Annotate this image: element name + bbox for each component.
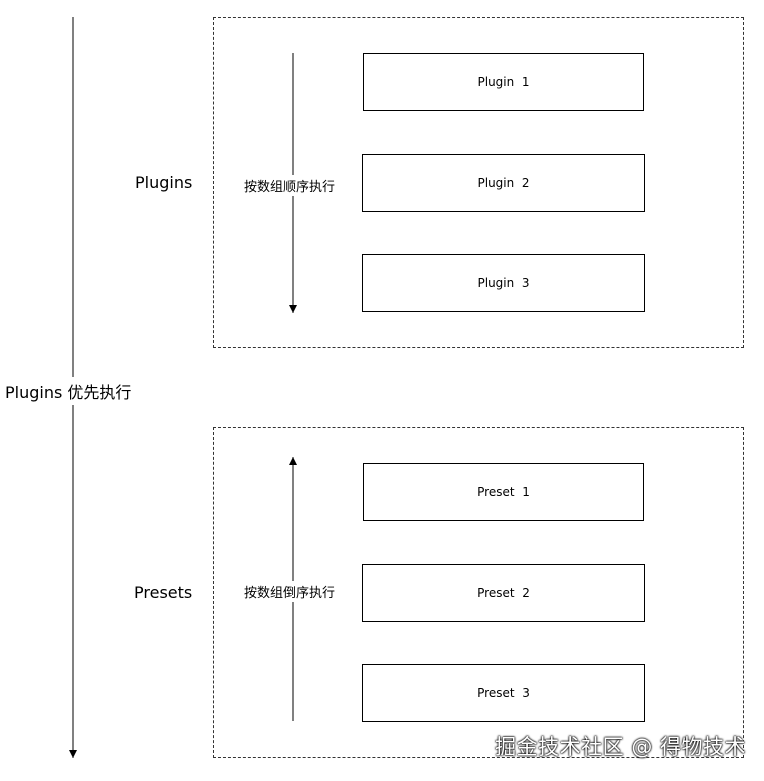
plugins-group-box xyxy=(213,17,744,348)
watermark: 掘金技术社区 @ 得物技术 xyxy=(495,735,746,759)
plugins-order-label: 按数组顺序执行 xyxy=(244,175,336,196)
presets-order-label: 按数组倒序执行 xyxy=(244,581,336,602)
presets-group-label: Presets xyxy=(134,583,193,602)
preset-3-box: Preset 3 xyxy=(362,664,645,722)
plugin-1-box: Plugin 1 xyxy=(363,53,644,111)
main-label: Plugins 优先执行 xyxy=(4,377,133,405)
plugin-2-box: Plugin 2 xyxy=(362,154,645,212)
preset-2-box: Preset 2 xyxy=(362,564,645,622)
presets-group-box xyxy=(213,427,744,758)
plugins-group-label: Plugins xyxy=(135,173,193,192)
plugin-3-box: Plugin 3 xyxy=(362,254,645,312)
preset-1-box: Preset 1 xyxy=(363,463,644,521)
